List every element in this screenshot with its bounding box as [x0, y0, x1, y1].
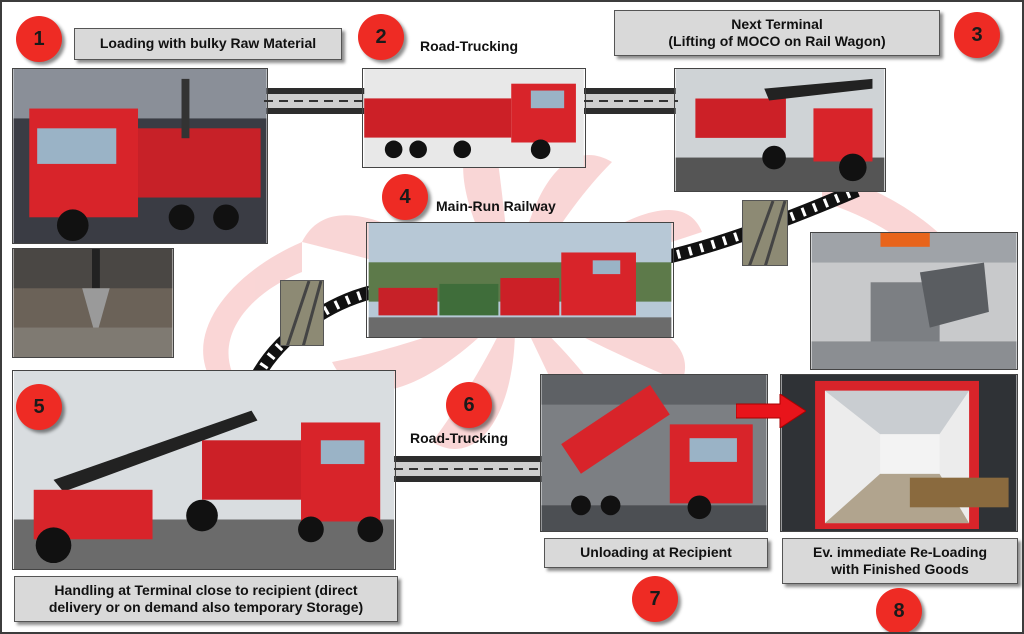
- step-5-label-line2: delivery or on demand also temporary Sto…: [48, 599, 364, 615]
- step-8-label-line1: Ev. immediate Re-Loading: [813, 543, 987, 560]
- step-6-label: Road-Trucking: [410, 430, 509, 446]
- road-segment-5-6: [394, 456, 544, 482]
- grab-unloading-photo: [12, 248, 174, 358]
- step-8-label-line2: with Finished Goods: [831, 561, 969, 577]
- step-5-label-line1: Handling at Terminal close to recipient …: [54, 581, 358, 598]
- right-arrow-icon: [736, 394, 806, 428]
- step-3-label: Next Terminal (Lifting of MOCO on Rail W…: [614, 10, 940, 56]
- step-2-label: Road-Trucking: [420, 38, 519, 54]
- step-1-label: Loading with bulky Raw Material: [74, 28, 342, 60]
- rail-track-photo-left: [280, 280, 324, 346]
- road-segment-1-2: [264, 88, 366, 114]
- road-segment-2-3: [584, 88, 678, 114]
- step-7-label: Unloading at Recipient: [544, 538, 768, 568]
- step-3-label-line1: Next Terminal: [731, 15, 823, 32]
- tipper-unloading-photo: [540, 374, 768, 532]
- main-run-train-photo: [366, 222, 674, 338]
- step-6-badge: 6: [446, 382, 492, 428]
- step-8-label: Ev. immediate Re-Loading with Finished G…: [782, 538, 1018, 584]
- step-4-label: Main-Run Railway: [436, 198, 556, 214]
- reach-stacker-photo: [12, 370, 396, 570]
- container-reloading-photo: [780, 374, 1018, 532]
- step-1-badge: 1: [16, 16, 62, 62]
- step-2-badge: 2: [358, 14, 404, 60]
- step-8-badge: 8: [876, 588, 922, 632]
- step-5-badge: 5: [16, 384, 62, 430]
- step-5-label: Handling at Terminal close to recipient …: [14, 576, 398, 622]
- rail-track-photo-right: [742, 200, 788, 266]
- step-3-label-line2: (Lifting of MOCO on Rail Wagon): [668, 33, 886, 49]
- truck-loading-photo: [12, 68, 268, 244]
- step-4-badge: 4: [382, 174, 428, 220]
- terminal-lifting-photo: [674, 68, 886, 192]
- warehouse-crane-photo: [810, 232, 1018, 370]
- step-7-badge: 7: [632, 576, 678, 622]
- road-truck-photo: [362, 68, 586, 168]
- step-3-badge: 3: [954, 12, 1000, 58]
